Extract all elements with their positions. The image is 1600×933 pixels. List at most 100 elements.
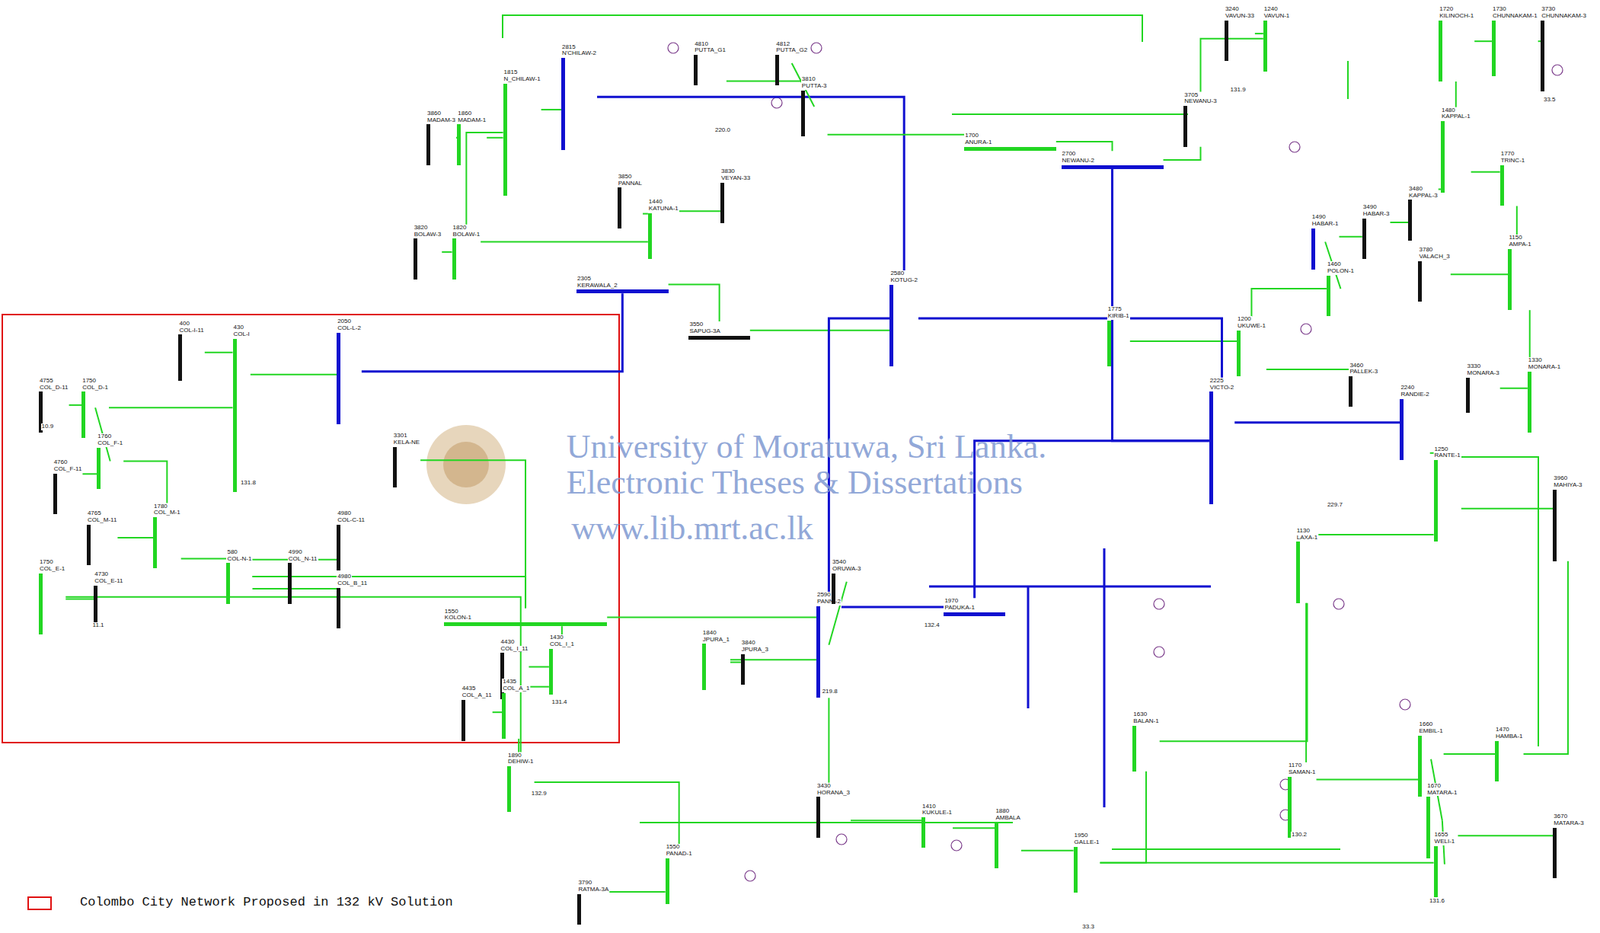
line-path — [918, 318, 1223, 378]
transmission-line — [952, 827, 995, 829]
bus-number: 1700 — [964, 132, 980, 140]
bus-number: 2590 — [816, 591, 832, 599]
bus-name: DEHIW-1 — [507, 758, 535, 766]
transmission-line — [730, 661, 741, 663]
transmission-line — [1516, 205, 1517, 235]
transmission-line — [668, 284, 720, 323]
bus-name: COL-C-11 — [336, 517, 366, 524]
bus-bar: 3780VALACH_3 — [1417, 246, 1450, 302]
line-path — [1500, 387, 1528, 390]
bus-number: 1430 — [549, 634, 565, 642]
busbar-line — [1491, 20, 1496, 77]
line-path — [361, 293, 623, 371]
bus-name: RANTE-1 — [1433, 452, 1462, 460]
line-path — [528, 666, 549, 668]
busbar-line — [1061, 165, 1164, 170]
busbar-line — [233, 338, 237, 492]
line-path — [250, 373, 337, 376]
line-path — [530, 686, 550, 688]
bus-number: 3730 — [1540, 6, 1556, 13]
bus-bar: 1780COL_M-1 — [153, 503, 182, 569]
busbar-line — [413, 238, 418, 280]
busbar-line — [1438, 20, 1443, 82]
bus-bar: 1815N_CHILAW-1 — [503, 69, 542, 196]
bus-bar: 2580KOTUG-2 — [889, 270, 919, 367]
line-path — [1112, 169, 1210, 441]
busbar-line — [1465, 377, 1470, 414]
transmission-line — [1474, 41, 1492, 42]
bus-name: MAHIYA-3 — [1552, 482, 1583, 489]
bus-bar: 1655WELI-1 — [1433, 831, 1457, 898]
bus-bar: 1410KUKULE-1 — [921, 803, 953, 849]
bus-name: RANDIE-2 — [1399, 391, 1430, 399]
line-path — [1130, 340, 1237, 342]
bus-bar: 1435COL_A_1 — [501, 678, 531, 739]
bus-number: 1750 — [38, 558, 55, 566]
line-path — [1255, 32, 1264, 35]
transmission-line — [850, 820, 922, 821]
bus-name: COL_A_11 — [461, 692, 493, 700]
bus-number: 1760 — [96, 433, 112, 441]
bus-bar: 1840JPURA_1 — [702, 629, 731, 690]
bus-number: 1820 — [452, 224, 468, 232]
line-path — [1021, 849, 1074, 852]
busbar-line — [1209, 391, 1214, 504]
bus-bar: 4730COL_E-11 — [93, 571, 124, 626]
bus-name: AMBALA — [994, 814, 1021, 822]
bus-name: HAMBA-1 — [1494, 733, 1524, 741]
transmission-line — [361, 293, 623, 371]
bus-bar: 3240VAVUN-33 — [1224, 6, 1256, 61]
transmission-line — [1100, 771, 1147, 863]
busbar-line — [1296, 541, 1300, 603]
bus-name: PALLEK-3 — [1348, 368, 1379, 376]
transmission-line — [1318, 534, 1434, 536]
line-path — [82, 472, 97, 475]
busbar-line — [964, 146, 1057, 151]
bus-name: MADAM-3 — [426, 117, 457, 125]
bus-bar: 4765COL_M-11 — [86, 510, 119, 566]
busbar-line — [1433, 459, 1438, 542]
bus-name: HABAR-3 — [1362, 210, 1391, 218]
line-path — [642, 213, 649, 215]
busbar-line — [1263, 20, 1268, 72]
bus-bar: 2305KERAWALA_2 — [576, 275, 669, 294]
busbar-line — [53, 473, 58, 515]
line-path — [1474, 40, 1492, 42]
busbar-line — [1132, 725, 1137, 772]
transmission-line — [1251, 288, 1326, 317]
bus-bar: 4760COL_F-11 — [53, 459, 84, 515]
busbar-line — [1107, 320, 1112, 367]
transmission-line — [528, 666, 549, 668]
transmission-line — [1200, 38, 1263, 93]
line-path — [420, 459, 526, 608]
bus-bar: 1730CHUNNAKAM-1 — [1491, 6, 1539, 77]
bus-bar: 1480KAPPAL-1 — [1440, 107, 1472, 193]
line-path — [1389, 221, 1409, 224]
line-path — [441, 251, 452, 253]
line-path — [1457, 834, 1553, 837]
bus-bar: 1860MADAM-1 — [456, 110, 487, 166]
bus-bar: 1820BOLAW-1 — [452, 224, 482, 280]
bus-number: 1490 — [1311, 213, 1327, 221]
bus-bar: 2590PANNI-2 — [816, 591, 842, 698]
transmission-line — [65, 598, 94, 600]
busbar-line — [831, 573, 836, 604]
transmission-line — [117, 537, 154, 539]
line-path — [850, 819, 922, 821]
busbar-line — [1183, 105, 1188, 147]
transmission-line — [828, 697, 830, 783]
bus-name: KILINOCH-1 — [1438, 12, 1475, 20]
bus-name: COL_M-1 — [153, 509, 182, 517]
voltage-value: 220.0 — [714, 127, 732, 135]
bus-name: N'CHILAW-2 — [561, 50, 598, 58]
bus-number: 430 — [233, 324, 245, 332]
voltage-value: 131.8 — [239, 479, 257, 487]
bus-number: 3850 — [617, 173, 633, 181]
bus-number: 3705 — [1183, 92, 1199, 100]
bus-number: 1880 — [994, 807, 1010, 815]
bus-name: MADAM-1 — [456, 117, 487, 125]
university-logo — [426, 424, 506, 505]
bus-number: 3860 — [426, 110, 442, 118]
busbar-line — [178, 334, 183, 381]
bus-number: 2700 — [1061, 150, 1077, 158]
